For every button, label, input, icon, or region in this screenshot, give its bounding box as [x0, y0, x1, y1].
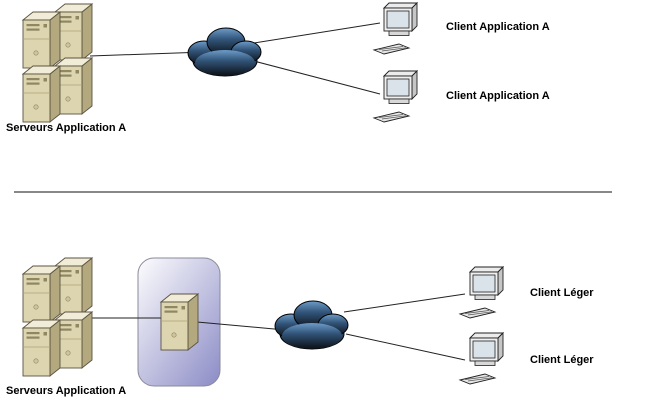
server-stack-bottom	[22, 257, 93, 377]
server-tower-icon	[54, 57, 93, 115]
section-top: Serveurs Application A Client Applicatio…	[6, 2, 550, 134]
presentation-server-icon	[160, 293, 199, 351]
server-tower-icon	[22, 65, 61, 123]
desktop-pc-icon-bottom-2	[459, 332, 504, 385]
server-tower-icon	[22, 319, 61, 377]
connector-cloud-to-client2-top	[249, 59, 381, 95]
server-tower-icon	[22, 265, 61, 323]
connector-servers-to-cloud-top	[89, 51, 206, 57]
client-label-top-1: Client Application A	[446, 21, 550, 33]
servers-label-top: Serveurs Application A	[6, 122, 126, 134]
server-tower-icon	[54, 311, 93, 369]
client-label-bottom-1: Client Léger	[530, 287, 594, 299]
connector-cloud-to-client1-top	[247, 22, 381, 45]
server-tower-icon	[54, 3, 93, 61]
connector-cloud-to-client1-bottom	[343, 293, 466, 313]
connector-cloud-to-client2-bottom	[345, 333, 466, 361]
server-stack-top	[22, 3, 93, 123]
network-cloud-icon-top	[187, 27, 262, 77]
servers-label-bottom: Serveurs Application A	[6, 385, 126, 397]
desktop-pc-icon-top-2	[373, 70, 418, 123]
desktop-pc-icon-bottom-1	[459, 266, 504, 319]
server-tower-icon	[22, 11, 61, 69]
desktop-pc-icon-top-1	[373, 2, 418, 55]
connector-middleware-to-cloud	[196, 321, 286, 331]
server-tower-icon	[54, 257, 93, 315]
section-bottom: Serveurs Application A Client Léger Clie…	[6, 257, 594, 397]
network-cloud-icon-bottom	[274, 300, 349, 350]
client-label-top-2: Client Application A	[446, 90, 550, 102]
client-label-bottom-2: Client Léger	[530, 354, 594, 366]
